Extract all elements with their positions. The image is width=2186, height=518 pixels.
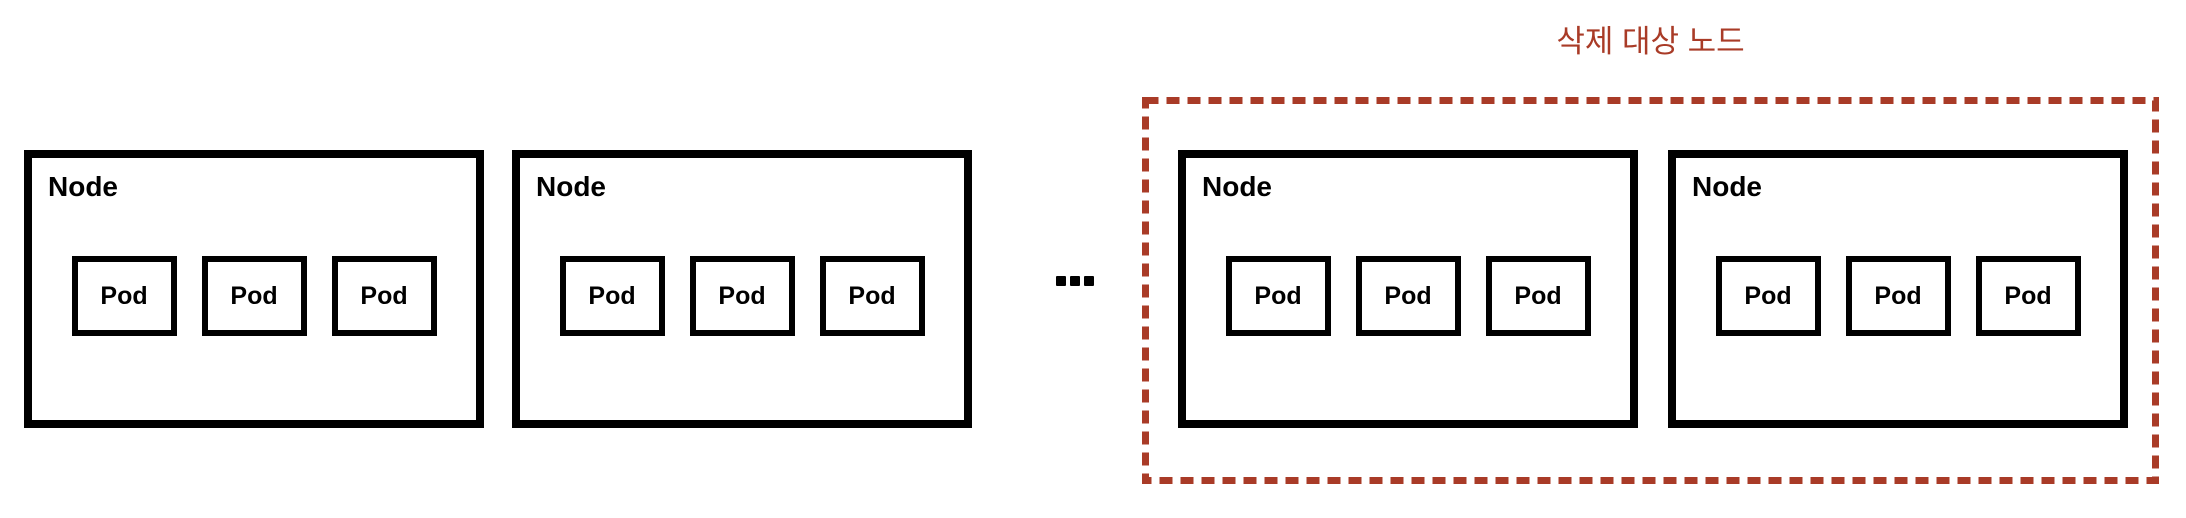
pod-box: Pod: [1715, 256, 1821, 336]
node-label: Node: [48, 171, 118, 202]
pod-box: Pod: [1355, 256, 1461, 336]
node-label: Node: [1692, 171, 1762, 202]
node-box-3: Node Pod Pod Pod: [1178, 150, 1638, 428]
node-label: Node: [1202, 171, 1272, 202]
pod-box: Pod: [71, 256, 177, 336]
deletion-group-dashed-border: [1142, 97, 2159, 484]
ellipsis: [1056, 276, 1094, 286]
node-box-2: Node Pod Pod Pod: [512, 150, 972, 428]
pod-box: Pod: [689, 256, 795, 336]
pod-box: Pod: [331, 256, 437, 336]
pods-row: Pod Pod Pod: [559, 256, 925, 336]
pod-box: Pod: [1485, 256, 1591, 336]
deletion-target-label: 삭제 대상 노드: [1556, 24, 1745, 59]
pods-row: Pod Pod Pod: [1225, 256, 1591, 336]
pod-box: Pod: [559, 256, 665, 336]
pod-box: Pod: [1845, 256, 1951, 336]
pod-box: Pod: [819, 256, 925, 336]
dashed-rect: [1142, 97, 2159, 484]
ellipsis-dot: [1084, 276, 1094, 286]
pod-box: Pod: [1975, 256, 2081, 336]
pods-row: Pod Pod Pod: [1715, 256, 2081, 336]
node-box-1: Node Pod Pod Pod: [24, 150, 484, 428]
pod-box: Pod: [1225, 256, 1331, 336]
pod-box: Pod: [201, 256, 307, 336]
ellipsis-dot: [1056, 276, 1066, 286]
ellipsis-dot: [1070, 276, 1080, 286]
pods-row: Pod Pod Pod: [71, 256, 437, 336]
node-box-4: Node Pod Pod Pod: [1668, 150, 2128, 428]
node-label: Node: [536, 171, 606, 202]
